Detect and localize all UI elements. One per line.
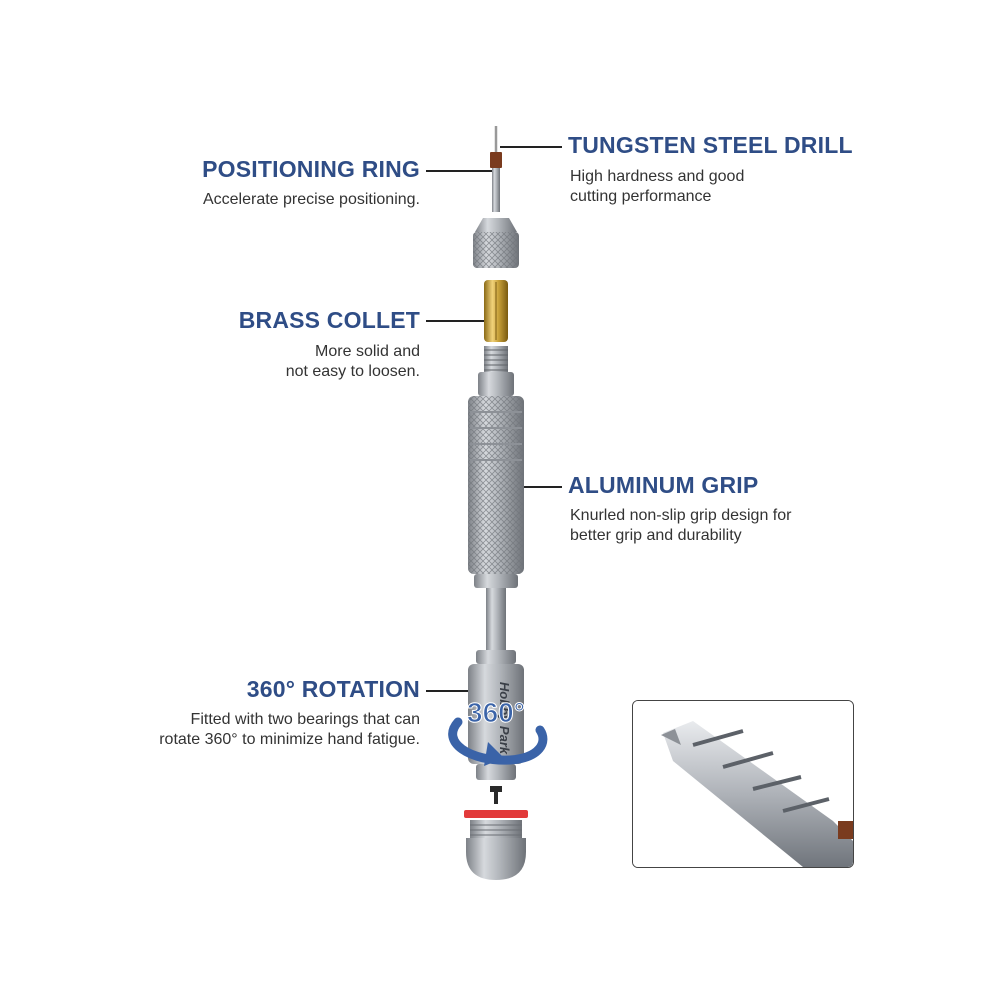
- rotating-head: Hobby Park: [468, 650, 524, 780]
- brass-collet-desc: More solid and not easy to loosen.: [285, 343, 420, 380]
- drill-bit-closeup-image: [632, 700, 854, 868]
- tungsten-drill-bit: [490, 126, 502, 212]
- aluminum-grip-leader: [505, 486, 562, 488]
- aluminum-grip-title: ALUMINUM GRIP: [568, 472, 759, 498]
- seal-ring: [464, 810, 528, 818]
- spindle: [486, 588, 506, 650]
- tungsten-drill-leader: [500, 146, 562, 148]
- tungsten-drill-title: TUNGSTEN STEEL DRILL: [568, 132, 853, 158]
- positioning-ring-desc: Accelerate precise positioning.: [202, 191, 420, 208]
- brass-collet-leader: [426, 320, 486, 322]
- chuck-cap: [473, 218, 519, 268]
- brass-collet: [484, 280, 508, 342]
- brass-collet-title: BRASS COLLET: [238, 307, 420, 333]
- aluminum-grip-body: [468, 396, 524, 588]
- positioning-ring-title: POSITIONING RING: [202, 156, 420, 182]
- rotation-leader: [426, 690, 470, 692]
- positioning-ring-leader: [426, 170, 492, 172]
- rotation-title: 360° ROTATION: [246, 676, 420, 702]
- threaded-neck: [478, 346, 514, 396]
- rotation-desc: Fitted with two bearings that can rotate…: [159, 711, 420, 748]
- brand-mark: Hobby Park: [497, 682, 512, 755]
- drill-bit-closeup-icon: [633, 701, 853, 867]
- rotation-badge: 360°: [467, 697, 525, 728]
- screw: [490, 786, 502, 804]
- rotation-arrow-icon: 360°: [448, 697, 548, 766]
- end-cap: [466, 820, 526, 880]
- tungsten-drill-desc: High hardness and good cutting performan…: [570, 168, 745, 205]
- aluminum-grip-desc: Knurled non-slip grip design for better …: [570, 507, 792, 544]
